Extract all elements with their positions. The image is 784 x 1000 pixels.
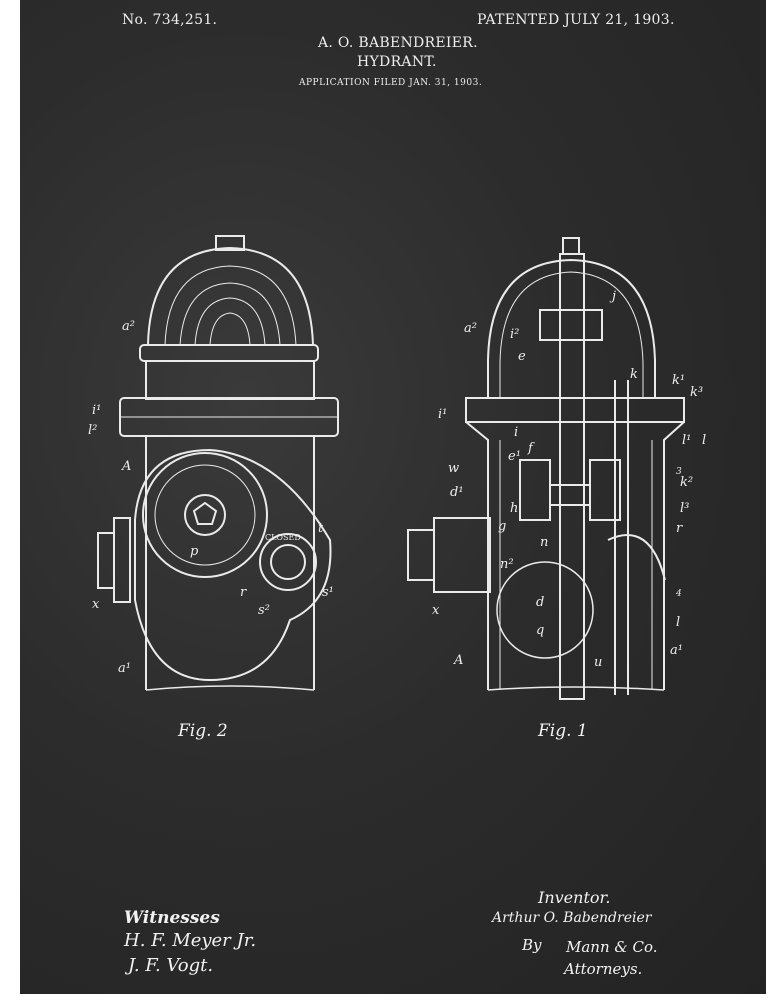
label: A <box>121 459 131 474</box>
label: j <box>609 289 616 304</box>
fig1-section-drawing <box>407 237 685 700</box>
label: a² <box>464 321 477 336</box>
chalkboard-background <box>20 0 766 994</box>
label: e <box>518 349 526 364</box>
patent-title: HYDRANT. <box>357 54 437 70</box>
label: s¹ <box>322 585 334 600</box>
by-label: By <box>522 936 542 954</box>
closed-marking: CLOSED <box>265 533 301 542</box>
label: r <box>676 521 683 536</box>
fig2-hydrant-drawing <box>97 235 339 691</box>
fig1-reference-labels: a² i² j e k k¹ k³ i¹ i l¹ l w e¹ f d¹ g … <box>432 289 706 741</box>
patent-date: PATENTED JULY 21, 1903. <box>477 12 675 28</box>
label: i² <box>510 327 519 342</box>
label: w <box>448 461 459 476</box>
witness-signature-2: J. F. Vogt. <box>128 955 214 976</box>
application-filed: APPLICATION FILED JAN. 31, 1903. <box>299 78 483 88</box>
label: x <box>432 603 440 618</box>
fig2-caption: Fig. 2 <box>177 721 228 741</box>
label: t <box>318 521 324 536</box>
fig1-caption: Fig. 1 <box>537 721 588 741</box>
inventor-label: Inventor. <box>538 888 611 907</box>
label: f <box>527 441 535 456</box>
label: r <box>240 585 247 600</box>
label: s² <box>258 603 270 618</box>
label: l² <box>88 423 97 438</box>
label: 3 <box>676 467 682 477</box>
attorneys-signature: Mann & Co. <box>566 938 658 956</box>
label: n² <box>500 557 514 572</box>
label: k¹ <box>672 373 685 388</box>
label: p <box>190 544 199 559</box>
label: l <box>702 433 706 448</box>
fig2-reference-labels: a² i¹ l² A x a¹ p t r s² s¹ CLOSED Fig. … <box>88 319 334 741</box>
label: i¹ <box>92 403 101 418</box>
witness-signature-1: H. F. Meyer Jr. <box>124 930 257 951</box>
label: k <box>630 367 638 382</box>
label: g <box>498 519 506 534</box>
inventor-signature: Arthur O. Babendreier <box>492 910 652 926</box>
label: a² <box>122 319 135 334</box>
label: l³ <box>680 501 689 516</box>
label: k³ <box>690 385 703 400</box>
witnesses-label: Witnesses <box>124 908 220 928</box>
label: k² <box>680 475 693 490</box>
label: a¹ <box>670 643 683 658</box>
label: l¹ <box>682 433 691 448</box>
label: l <box>676 615 680 630</box>
patent-number: No. 734,251. <box>122 12 218 28</box>
label: h <box>510 501 518 516</box>
label: a¹ <box>118 661 131 676</box>
attorneys-label: Attorneys. <box>564 960 643 978</box>
inventor-name: A. O. BABENDREIER. <box>318 35 478 51</box>
label: d <box>536 595 544 610</box>
label: i¹ <box>438 407 447 422</box>
label: e¹ <box>508 449 521 464</box>
label: 4 <box>675 589 682 599</box>
label: n <box>540 535 548 550</box>
label: u <box>594 655 602 670</box>
label: i <box>514 425 518 440</box>
label: d¹ <box>450 485 464 500</box>
label: q <box>536 623 544 638</box>
label: A <box>453 653 463 668</box>
label: x <box>92 597 100 612</box>
